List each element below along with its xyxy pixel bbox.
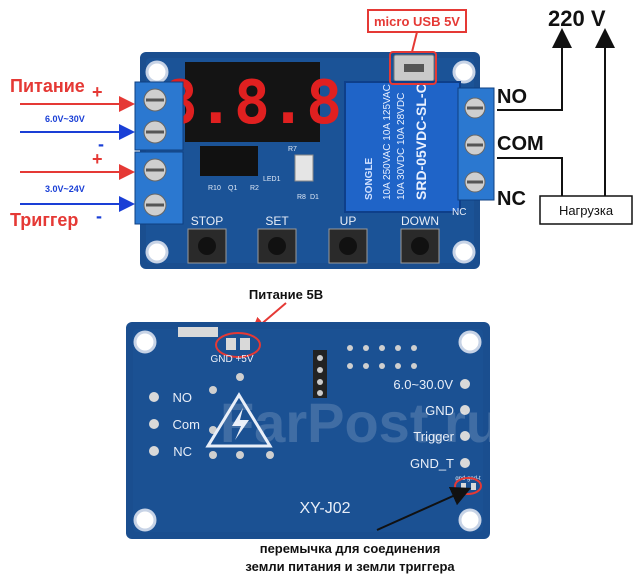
- pad-gnd-label: GND: [425, 403, 454, 418]
- display-digits: 8.8.8: [162, 68, 343, 138]
- pad-nc-label: NC: [173, 444, 192, 459]
- button-down-label: DOWN: [401, 214, 439, 228]
- usb-highlight: [389, 51, 437, 85]
- mount-hole: [452, 60, 476, 84]
- pad-no-label: NO: [173, 390, 193, 405]
- mount-hole: [452, 240, 476, 264]
- load-box: [539, 195, 633, 225]
- ic-chip: [200, 146, 258, 176]
- no-label: NO: [497, 86, 527, 108]
- usb-label: micro USB 5V: [374, 14, 460, 29]
- trigger-label: Триггер: [10, 210, 78, 230]
- jumper-note-1: перемычка для соединения: [260, 541, 441, 556]
- power-5v-highlight: [215, 332, 261, 358]
- pad-gnd-t-label: GND_T: [410, 456, 454, 471]
- button-set: SET: [257, 214, 297, 264]
- pad-trigger-label: Trigger: [413, 429, 454, 444]
- silk-r10: R10: [208, 185, 221, 192]
- power-range: 6.0V~30V: [45, 114, 85, 124]
- model-label: XY-J02: [300, 500, 351, 517]
- power-label: Питание: [10, 76, 85, 96]
- mount-hole: [145, 240, 169, 264]
- trigger-minus: -: [96, 206, 102, 226]
- relay-model: SRD-05VDC-SL-C: [413, 83, 429, 200]
- button-stop: STOP: [187, 214, 227, 264]
- mount-hole: [458, 508, 482, 532]
- power-plus: +: [92, 82, 103, 102]
- com-label: COM: [497, 133, 544, 155]
- jumper-pointer: [376, 486, 472, 531]
- button-up-label: UP: [340, 214, 357, 228]
- seven-segment-display: [185, 62, 320, 142]
- silk-r8: R8: [297, 194, 306, 201]
- nc-label: NC: [497, 188, 526, 210]
- load-label: Нагрузка: [559, 203, 614, 218]
- top-pcb: 8.8.8 SONGLE 10A 250VAC 10A 125VAC 10A 3…: [134, 52, 495, 269]
- button-set-label: SET: [265, 214, 289, 228]
- button-up: UP: [328, 214, 368, 264]
- com-wire: [497, 157, 563, 196]
- voltage-label: 220 V: [548, 6, 606, 31]
- silk-r7: R7: [288, 146, 297, 153]
- gnd-5v-pads: GND +5V: [210, 354, 253, 365]
- relay: SONGLE 10A 250VAC 10A 125VAC 10A 30VDC 1…: [344, 81, 461, 213]
- terminal-block-right: [457, 87, 495, 201]
- power-minus: -: [98, 134, 104, 154]
- relay-brand: SONGLE: [364, 157, 375, 200]
- pad-power-label: 6.0~30.0V: [393, 377, 453, 392]
- button-down: DOWN: [400, 214, 440, 264]
- pad-com-label: Com: [173, 417, 200, 432]
- no-wire: [497, 28, 572, 111]
- power-5v-label: Питание 5В: [249, 287, 323, 302]
- trigger-range: 3.0V~24V: [45, 184, 85, 194]
- silk-nc: NC: [452, 207, 466, 218]
- silk-r2: R2: [250, 185, 259, 192]
- trigger-plus: +: [92, 149, 103, 169]
- relay-spec-2: 10A 30VDC 10A 28VDC: [396, 93, 407, 200]
- terminal-block-left: [134, 81, 184, 225]
- watermark: FarPost.ru: [220, 391, 500, 454]
- usb-callout-line: [411, 31, 418, 53]
- high-voltage-warning-icon: [205, 392, 273, 448]
- mount-hole: [133, 508, 157, 532]
- mount-hole: [458, 330, 482, 354]
- bottom-pcb: GND +5V NO Com NC 6.0~30.0V GND Trigger …: [126, 322, 490, 539]
- jumper-note-2: земли питания и земли триггера: [245, 559, 455, 574]
- relay-spec-1: 10A 250VAC 10A 125VAC: [382, 84, 393, 200]
- button-stop-label: STOP: [191, 214, 223, 228]
- mount-hole: [133, 330, 157, 354]
- silk-q1: Q1: [228, 185, 237, 192]
- silk-d1: D1: [310, 194, 319, 201]
- silk-led1: LED1: [263, 176, 281, 183]
